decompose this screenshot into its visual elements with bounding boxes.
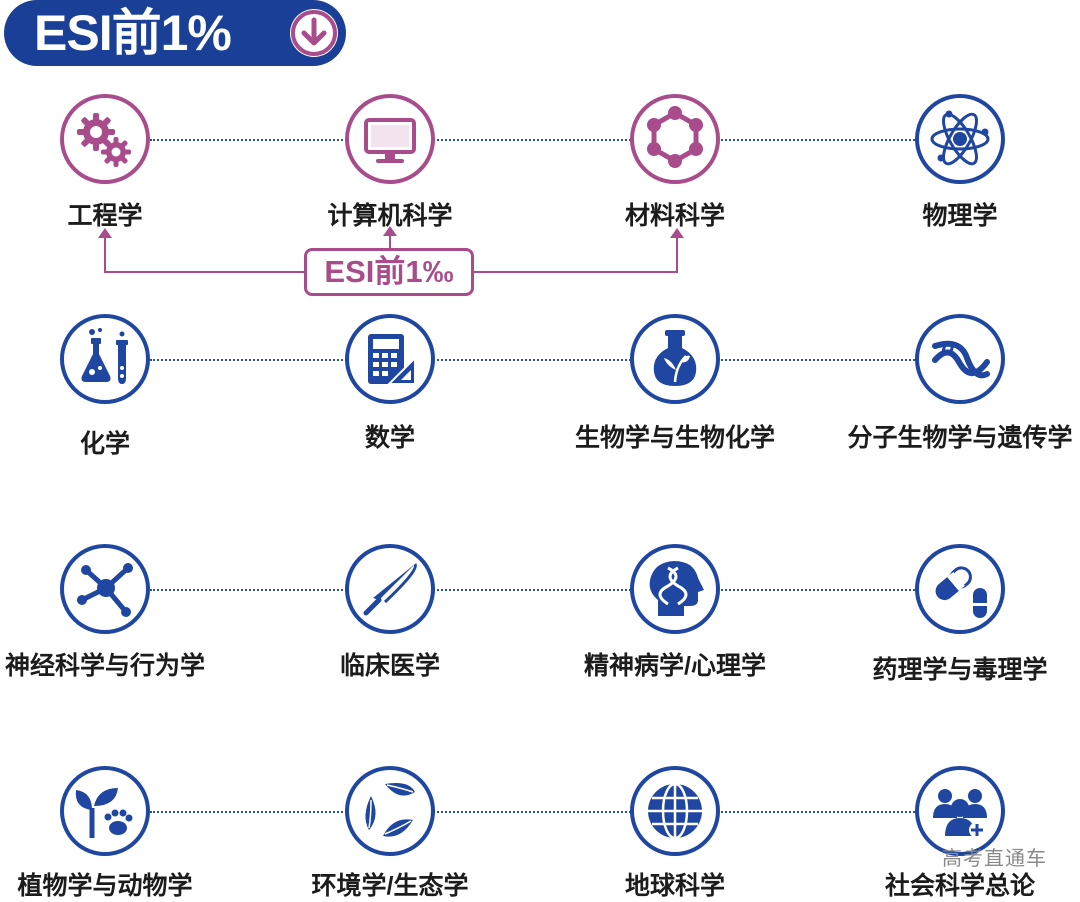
- people-group-icon: [915, 766, 1005, 856]
- watermark: 高考直通车: [942, 848, 1047, 870]
- bracket-center-vertical: [389, 234, 391, 249]
- connector-row-1: [150, 139, 930, 141]
- sprout-paw-icon: [60, 766, 150, 856]
- label-molecular-biology-genetics: 分子生物学与遗传学: [847, 424, 1073, 452]
- leaves-cycle-icon: [345, 766, 435, 856]
- bracket-right-vertical: [676, 236, 678, 273]
- connector-row-2: [150, 359, 930, 361]
- scalpel-icon: [345, 544, 435, 634]
- computer-monitor-icon: [345, 94, 435, 184]
- label-biology-biochemistry: 生物学与生物化学: [574, 424, 775, 452]
- head-dna-icon: [630, 544, 720, 634]
- plant-flask-icon: [630, 314, 720, 404]
- label-mathematics: 数学: [364, 424, 415, 452]
- calculator-ruler-icon: [345, 314, 435, 404]
- label-physics: 物理学: [922, 202, 998, 230]
- label-pharmacology-toxicology: 药理学与毒理学: [872, 656, 1048, 684]
- label-neuroscience-behavior: 神经科学与行为学: [4, 652, 205, 680]
- label-geosciences: 地球科学: [624, 872, 725, 900]
- bracket-left-horizontal: [104, 271, 306, 273]
- label-chemistry: 化学: [79, 430, 130, 458]
- atom-icon: [915, 94, 1005, 184]
- arrow-down-icon: [290, 9, 338, 57]
- label-plant-animal-science: 植物学与动物学: [17, 872, 193, 900]
- neuron-network-icon: [60, 544, 150, 634]
- pills-icon: [915, 544, 1005, 634]
- connector-row-4: [150, 811, 930, 813]
- gears-icon: [60, 94, 150, 184]
- label-social-sciences-general: 社会科学总论: [884, 872, 1035, 900]
- bracket-left-vertical: [104, 236, 106, 273]
- header-title: ESI前1%: [34, 5, 232, 61]
- connector-row-3: [150, 589, 930, 591]
- bracket-right-horizontal: [472, 271, 678, 273]
- dna-helix-icon: [915, 314, 1005, 404]
- label-clinical-medicine: 临床医学: [339, 652, 440, 680]
- globe-icon: [630, 766, 720, 856]
- arrowhead-right: [670, 228, 684, 238]
- lab-flasks-icon: [60, 314, 150, 404]
- label-psychiatry-psychology: 精神病学/心理学: [584, 652, 766, 680]
- molecule-hexagon-icon: [630, 94, 720, 184]
- label-computer-science: 计算机科学: [327, 202, 453, 230]
- arrowhead-center: [383, 226, 397, 236]
- esi-permille-badge: ESI前1‰: [304, 248, 474, 296]
- label-environment-ecology: 环境学/生态学: [311, 872, 469, 900]
- header-banner: ESI前1%: [4, 0, 346, 66]
- arrowhead-left: [98, 228, 112, 238]
- label-materials-science: 材料科学: [624, 202, 725, 230]
- label-engineering: 工程学: [67, 202, 143, 230]
